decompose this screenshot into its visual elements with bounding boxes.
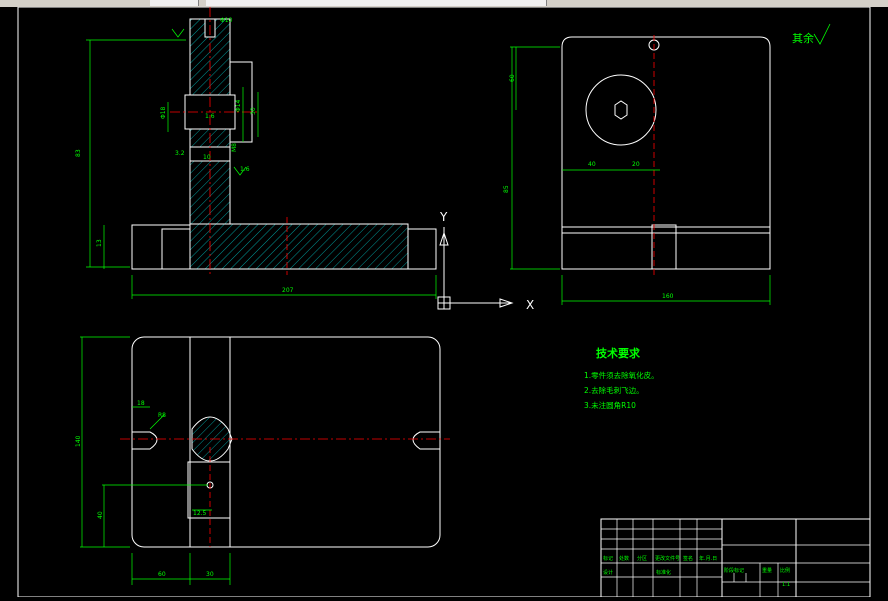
- roughness-symbol-top: [171, 28, 185, 38]
- tech-item-3: 3.未注圆角R10: [584, 400, 636, 410]
- side-top: 60: [509, 74, 516, 82]
- side-view: 85 60 40 20 160 其余: [503, 23, 831, 305]
- cad-drawing: 83 13 207 Φ18 Φ14 30 1.6 3.2 1.6 M8 Φ10 …: [17, 6, 871, 598]
- boss-circle: [585, 74, 657, 146]
- base-right: [407, 228, 437, 270]
- tb-scale: 比例: [780, 567, 790, 574]
- toolbar-caption[interactable]: [206, 0, 547, 6]
- tb-date: 年.月.日: [699, 555, 717, 562]
- axis-x-label: X: [526, 298, 534, 312]
- tech-title: 技术要求: [596, 346, 641, 360]
- base-left: [131, 224, 191, 270]
- side-outline: [561, 36, 771, 270]
- top-offset: 40: [97, 511, 104, 519]
- dim-mid: 10: [203, 154, 211, 161]
- base-left-slot: [161, 228, 191, 270]
- dim-width-total: 207: [282, 287, 294, 294]
- front-view: 83 13 207 Φ18 Φ14 30 1.6 3.2 1.6 M8 Φ10 …: [75, 7, 437, 299]
- dim-rough1: 1.6: [205, 113, 215, 120]
- tb-std: 标准化: [656, 569, 671, 576]
- side-top2: 20: [632, 161, 640, 168]
- roughness-symbol-side: [233, 166, 247, 176]
- toolbar: [0, 0, 888, 7]
- top-r: R8: [158, 412, 166, 419]
- left-slot: [132, 431, 158, 450]
- toolbar-field[interactable]: [150, 0, 199, 6]
- tech-item-1: 1.零件须去除氧化皮。: [584, 370, 659, 380]
- dim-top: Φ10: [220, 17, 233, 24]
- dim-m: M8: [231, 143, 238, 152]
- dim-slot: Φ18: [160, 106, 167, 119]
- tb-weight: 重量: [762, 567, 772, 574]
- dim-rough3: 1.6: [240, 166, 250, 173]
- drawing-canvas[interactable]: 83 13 207 Φ18 Φ14 30 1.6 3.2 1.6 M8 Φ10 …: [0, 6, 888, 598]
- tb-stage: 阶段标记: [724, 567, 744, 574]
- top-height: 140: [75, 435, 82, 447]
- side-hole-x: 40: [588, 161, 596, 168]
- axis-y-label: Y: [439, 210, 448, 224]
- dim-rough2: 3.2: [175, 150, 185, 157]
- top-width: 60: [158, 571, 166, 578]
- surface-note: 其余: [792, 31, 814, 45]
- tb-mark: 标记: [603, 555, 613, 562]
- top-l: 18: [137, 400, 145, 407]
- tech-requirements: 技术要求 1.零件须去除氧化皮。 2.去除毛刺飞边。 3.未注圆角R10: [584, 346, 659, 410]
- right-slot: [412, 431, 440, 450]
- roughness-symbol: [813, 23, 831, 45]
- top-small: 12.5: [193, 510, 207, 517]
- tb-change: 更改文件号: [655, 555, 680, 562]
- top-outline: [131, 336, 441, 548]
- ucs-icon: X Y: [437, 210, 534, 312]
- tb-sign: 签名: [683, 555, 693, 562]
- side-height: 85: [503, 185, 510, 193]
- tb-scale-value: 1:1: [782, 582, 790, 588]
- top-w2: 30: [206, 571, 214, 578]
- dim-hole: Φ14: [235, 99, 242, 112]
- tb-zone: 分区: [637, 555, 647, 562]
- base-section: [189, 223, 409, 270]
- dim-base-height: 13: [96, 239, 103, 247]
- side-width: 160: [662, 293, 674, 300]
- top-view: 140 40 60 30 12.5 18 R8: [75, 336, 450, 585]
- center-hole: [614, 100, 628, 120]
- tech-item-2: 2.去除毛刺飞边。: [584, 385, 644, 395]
- tb-count: 处数: [619, 555, 629, 562]
- dim-height-total: 83: [75, 149, 82, 157]
- dim-len: 30: [250, 107, 257, 115]
- tb-design: 设计: [603, 569, 613, 576]
- title-block: 标记 处数 分区 更改文件号 签名 年.月.日 设计 标准化 阶段标记 重量 比…: [600, 518, 871, 598]
